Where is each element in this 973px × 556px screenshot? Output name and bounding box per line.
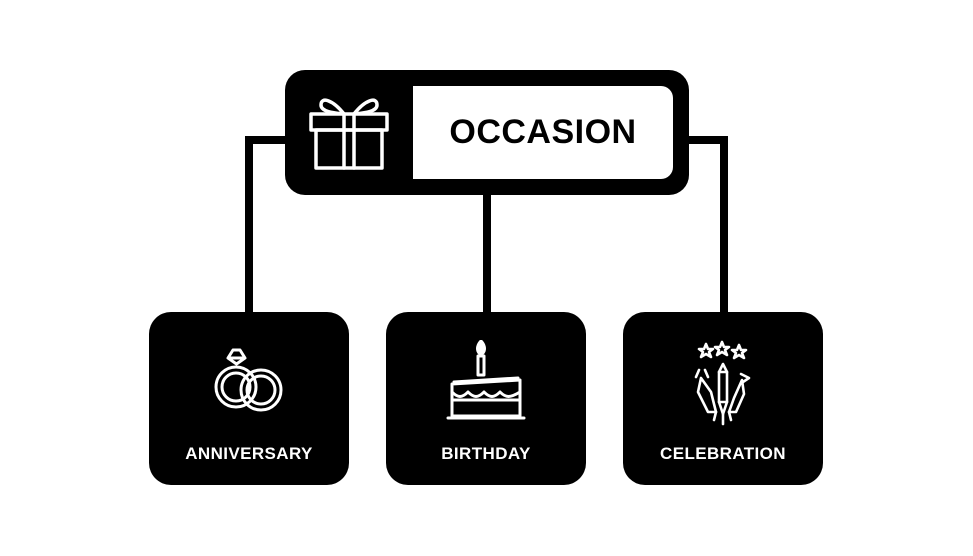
root-label: OCCASION bbox=[449, 113, 637, 151]
birthday-cake-icon bbox=[446, 340, 526, 420]
fireworks-icon bbox=[694, 340, 751, 426]
child-node-celebration: CELEBRATION bbox=[623, 312, 823, 485]
gift-icon bbox=[309, 98, 389, 170]
root-label-box: OCCASION bbox=[413, 86, 673, 179]
connector-anniversary bbox=[245, 136, 287, 314]
root-node-occasion: OCCASION bbox=[285, 70, 689, 195]
child-node-anniversary: ANNIVERSARY bbox=[149, 312, 349, 485]
wedding-rings-icon bbox=[214, 348, 283, 412]
child-label-anniversary: ANNIVERSARY bbox=[185, 444, 313, 463]
child-node-birthday: BIRTHDAY bbox=[386, 312, 586, 485]
child-label-celebration: CELEBRATION bbox=[660, 444, 786, 463]
child-label-birthday: BIRTHDAY bbox=[441, 444, 531, 463]
connector-celebration bbox=[687, 136, 728, 314]
